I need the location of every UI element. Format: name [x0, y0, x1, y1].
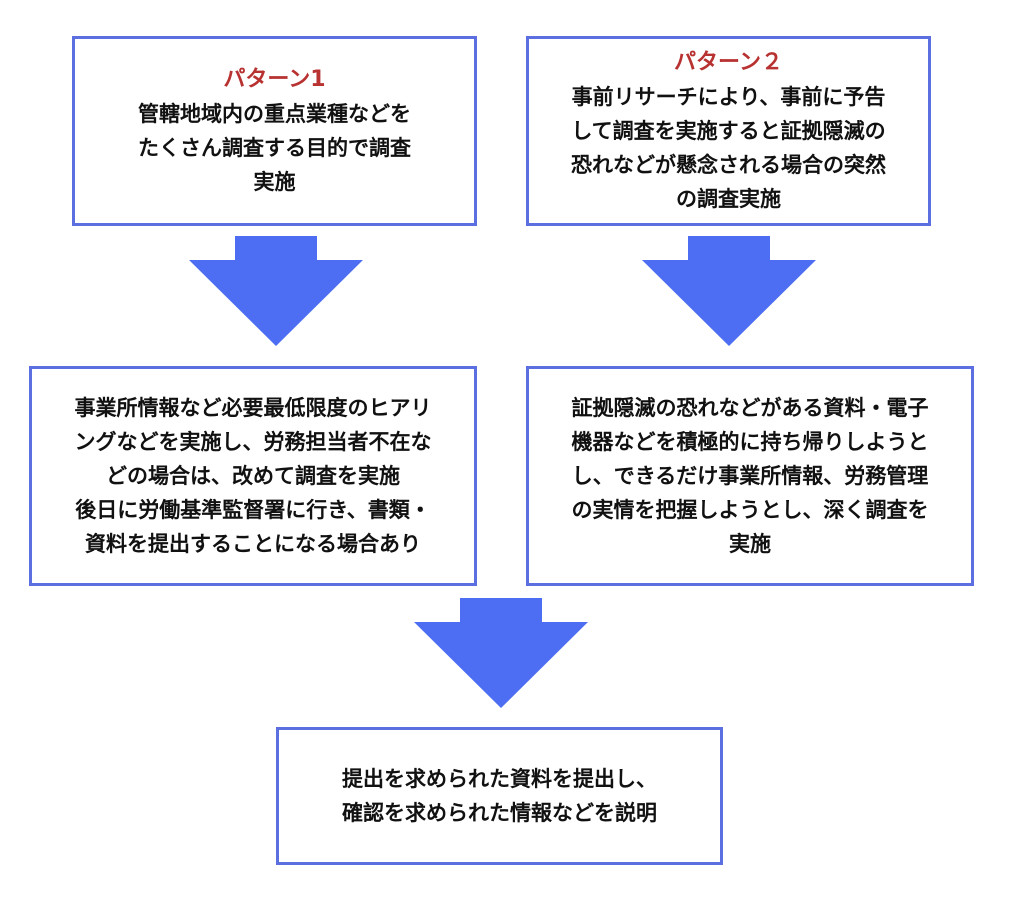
- result1-box: 事業所情報など必要最低限度のヒアリ ングなどを実施し、労務担当者不在な どの場合…: [29, 366, 477, 586]
- pattern2-line: の調査実施: [676, 187, 781, 211]
- pattern2-title: パターン２: [674, 50, 783, 75]
- final-line: 提出を求められた資料を提出し、: [342, 767, 657, 791]
- result1-line: 後日に労働基準監督署に行き、書類・: [75, 498, 431, 522]
- pattern1-line: 管轄地域内の重点業種などを: [138, 102, 411, 126]
- pattern1-box: パターン1 管轄地域内の重点業種などを たくさん調査する目的で調査 実施: [72, 36, 477, 226]
- result1-line: ングなどを実施し、労務担当者不在な: [74, 430, 432, 454]
- result1-line: どの場合は、改めて調査を実施: [106, 464, 400, 488]
- pattern2-line: 事前リサーチにより、事前に予告: [571, 85, 886, 109]
- result2-box: 証拠隠滅の恐れなどがある資料・電子 機器などを積極的に持ち帰りしようと し、でき…: [526, 366, 974, 586]
- down-arrow-icon: [414, 598, 588, 708]
- pattern2-line: して調査を実施すると証拠隠滅の: [571, 119, 886, 143]
- result1-line: 事業所情報など必要最低限度のヒアリ: [74, 396, 432, 420]
- final-box: 提出を求められた資料を提出し、 確認を求められた情報などを説明: [276, 727, 723, 865]
- result2-line: し、できるだけ事業所情報、労務管理: [571, 464, 929, 488]
- pattern2-box: パターン２ 事前リサーチにより、事前に予告 して調査を実施すると証拠隠滅の 恐れ…: [526, 36, 931, 226]
- pattern1-title: パターン1: [223, 67, 326, 92]
- down-arrow-icon: [642, 236, 816, 346]
- result2-line: の実情を把握しようとし、深く調査を: [571, 498, 929, 522]
- result1-line: 資料を提出することになる場合あり: [85, 532, 421, 556]
- final-line: 確認を求められた情報などを説明: [342, 801, 657, 825]
- pattern1-line: 実施: [253, 170, 296, 194]
- result2-line: 実施: [729, 532, 771, 556]
- down-arrow-icon: [189, 236, 363, 346]
- pattern2-line: 恐れなどが懸念される場合の突然: [571, 153, 886, 177]
- result2-line: 機器などを積極的に持ち帰りしようと: [571, 430, 929, 454]
- result2-line: 証拠隠滅の恐れなどがある資料・電子: [571, 396, 929, 420]
- pattern1-line: たくさん調査する目的で調査: [138, 136, 411, 160]
